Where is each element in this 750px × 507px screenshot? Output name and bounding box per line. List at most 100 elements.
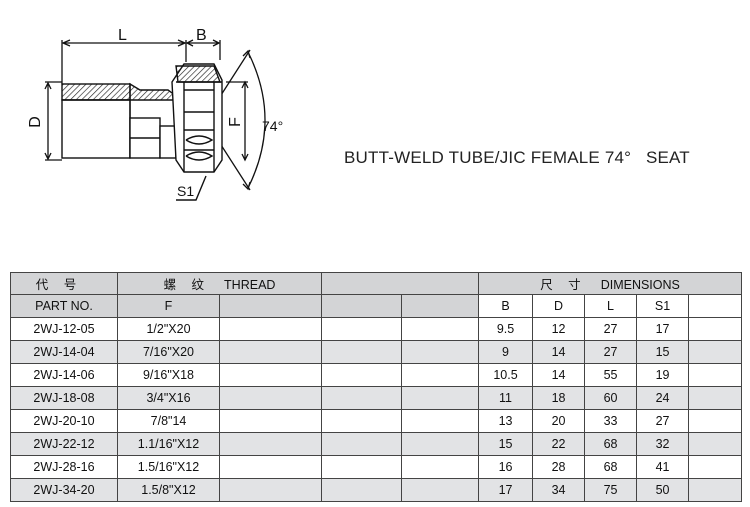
cell-d: 14	[532, 340, 586, 364]
cell-l: 68	[584, 455, 638, 479]
cell-b: 10.5	[478, 363, 534, 387]
header-l: L	[584, 294, 638, 318]
empty-cell	[321, 386, 403, 410]
dim-label-s1: S1	[177, 183, 194, 199]
empty-cell	[688, 455, 743, 479]
empty-cell	[218, 317, 323, 341]
cell-d: 34	[532, 478, 586, 502]
empty-cell	[218, 363, 323, 387]
empty-cell	[321, 432, 403, 456]
empty-cell	[401, 386, 480, 410]
cell-f: 1.5/16"X12	[117, 455, 220, 479]
cell-f: 7/16"X20	[117, 340, 220, 364]
cell-part: 2WJ-14-06	[10, 363, 118, 387]
empty-cell	[688, 478, 743, 502]
header-code: 代 号	[10, 272, 118, 295]
cell-s1: 15	[636, 340, 690, 364]
cell-s1: 24	[636, 386, 690, 410]
product-title: BUTT-WELD TUBE/JIC FEMALE 74° SEAT	[344, 148, 690, 167]
cell-f: 1.5/8"X12	[117, 478, 220, 502]
cell-s1: 19	[636, 363, 690, 387]
cell-b: 17	[478, 478, 534, 502]
empty-cell	[401, 317, 480, 341]
header-empty-cell	[401, 294, 480, 318]
cell-b: 13	[478, 409, 534, 433]
cell-s1: 17	[636, 317, 690, 341]
cell-l: 27	[584, 340, 638, 364]
dim-label-l: L	[118, 27, 127, 44]
cell-part: 2WJ-20-10	[10, 409, 118, 433]
cell-part: 2WJ-22-12	[10, 432, 118, 456]
cell-d: 12	[532, 317, 586, 341]
header-part-no: PART NO.	[10, 294, 118, 318]
empty-cell	[401, 478, 480, 502]
cell-f: 7/8"14	[117, 409, 220, 433]
dim-label-d: D	[27, 116, 44, 128]
cell-part: 2WJ-14-04	[10, 340, 118, 364]
cell-b: 11	[478, 386, 534, 410]
empty-cell	[218, 409, 323, 433]
cell-l: 27	[584, 317, 638, 341]
empty-cell	[218, 455, 323, 479]
empty-cell	[401, 363, 480, 387]
cell-f: 9/16"X18	[117, 363, 220, 387]
header-d: D	[532, 294, 586, 318]
header-f: F	[117, 294, 220, 318]
empty-cell	[688, 386, 743, 410]
empty-cell	[688, 409, 743, 433]
empty-cell	[218, 478, 323, 502]
cell-part: 2WJ-12-05	[10, 317, 118, 341]
cell-l: 60	[584, 386, 638, 410]
empty-cell	[401, 432, 480, 456]
empty-cell	[321, 478, 403, 502]
fitting-technical-drawing: L B D F 74° S1	[27, 27, 283, 201]
angle-label: 74°	[262, 118, 283, 134]
cell-l: 33	[584, 409, 638, 433]
header-b: B	[478, 294, 534, 318]
cell-s1: 50	[636, 478, 690, 502]
empty-cell	[688, 340, 743, 364]
cell-s1: 32	[636, 432, 690, 456]
cell-d: 14	[532, 363, 586, 387]
empty-cell	[218, 432, 323, 456]
empty-cell	[688, 363, 743, 387]
cell-part: 2WJ-34-20	[10, 478, 118, 502]
empty-cell	[321, 317, 403, 341]
header-empty-cell	[321, 294, 403, 318]
cell-b: 15	[478, 432, 534, 456]
empty-cell	[688, 317, 743, 341]
header-row-2: PART NO. F B D L S1	[10, 294, 743, 318]
empty-cell	[321, 455, 403, 479]
header-blank	[321, 272, 480, 295]
cell-f: 1/2"X20	[117, 317, 220, 341]
empty-cell	[321, 340, 403, 364]
header-empty-cell	[218, 294, 323, 318]
empty-cell	[688, 432, 743, 456]
cell-part: 2WJ-18-08	[10, 386, 118, 410]
cell-b: 9	[478, 340, 534, 364]
cell-l: 68	[584, 432, 638, 456]
cell-d: 20	[532, 409, 586, 433]
empty-cell	[321, 363, 403, 387]
empty-cell	[401, 455, 480, 479]
dim-label-b: B	[196, 27, 207, 44]
cell-d: 18	[532, 386, 586, 410]
cell-s1: 27	[636, 409, 690, 433]
cell-b: 9.5	[478, 317, 534, 341]
empty-cell	[401, 340, 480, 364]
cell-d: 22	[532, 432, 586, 456]
header-s1: S1	[636, 294, 690, 318]
cell-f: 1.1/16"X12	[117, 432, 220, 456]
cell-s1: 41	[636, 455, 690, 479]
